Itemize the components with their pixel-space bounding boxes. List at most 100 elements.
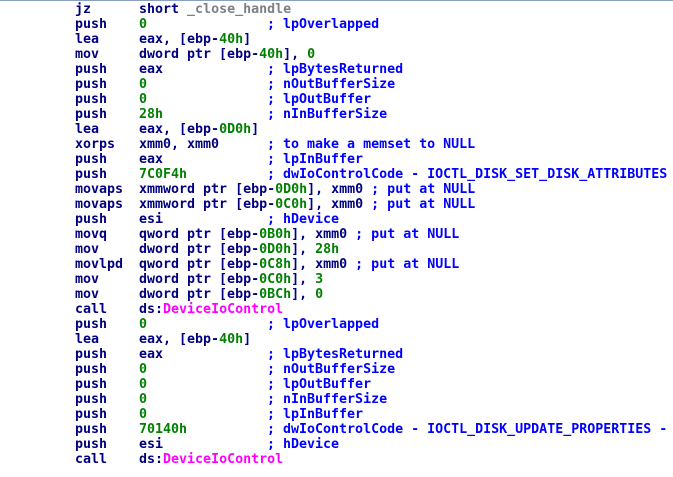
operand-text: ], xmm0	[291, 227, 348, 242]
mnemonic: push	[75, 422, 108, 437]
comment: ; lpOutBuffer	[267, 92, 372, 107]
operand-text: ]	[243, 32, 252, 47]
operand-text: eax, [ebp-	[139, 32, 220, 47]
mnemonic: call	[75, 302, 108, 317]
operand-number: 0	[315, 287, 324, 302]
mnemonic: movaps	[75, 182, 124, 197]
operands: dword ptr [ebp-0BCh], 0	[139, 287, 323, 302]
operands: eax	[139, 62, 259, 77]
operand-label-ref[interactable]: _close_handle	[187, 2, 292, 17]
operand-import-ref[interactable]: DeviceIoControl	[163, 302, 284, 317]
operands: 28h	[139, 107, 259, 122]
operands: eax	[139, 347, 259, 362]
operand-number: 0	[307, 47, 316, 62]
disasm-line[interactable]: call ds:DeviceIoControl	[75, 302, 667, 317]
mnemonic: movaps	[75, 197, 124, 212]
operand-text: dword ptr [ebp-	[139, 272, 260, 287]
disasm-line[interactable]: mov dword ptr [ebp-40h], 0	[75, 47, 667, 62]
mnemonic: push	[75, 92, 108, 107]
mnemonic: mov	[75, 47, 100, 62]
disasm-line[interactable]: push eax ; lpBytesReturned	[75, 347, 667, 362]
operand-number: 3	[315, 272, 324, 287]
operand-number: 0	[139, 362, 148, 377]
operand-number: 0	[139, 317, 148, 332]
operand-number: 0	[139, 407, 148, 422]
mnemonic: push	[75, 317, 108, 332]
operands: 0	[139, 392, 259, 407]
operand-number: 0C0h	[259, 272, 292, 287]
operands: 0	[139, 17, 259, 32]
operands: ds:DeviceIoControl	[139, 302, 283, 317]
operand-number: 0	[139, 17, 148, 32]
operand-text: short	[139, 2, 188, 17]
operand-text: qword ptr [ebp-	[139, 227, 260, 242]
operand-text: eax	[139, 62, 164, 77]
mnemonic: push	[75, 407, 108, 422]
operands: 0	[139, 362, 259, 377]
operand-text: ]	[251, 122, 260, 137]
operand-text: esi	[139, 437, 164, 452]
comment: ; put at NULL	[371, 197, 476, 212]
comment: ; lpBytesReturned	[267, 347, 404, 362]
mnemonic: push	[75, 107, 108, 122]
disasm-line[interactable]: push 0 ; lpOutBuffer	[75, 92, 667, 107]
operand-text: ], xmm0	[307, 182, 364, 197]
operand-text: eax, [ebp-	[139, 332, 220, 347]
operand-import-ref[interactable]: DeviceIoControl	[163, 452, 284, 467]
mnemonic: push	[75, 212, 108, 227]
comment: ; dwIoControlCode - IOCTL_DISK_SET_DISK_…	[267, 167, 668, 182]
mnemonic: lea	[75, 32, 100, 47]
mnemonic: push	[75, 392, 108, 407]
operands: qword ptr [ebp-0C8h], xmm0	[139, 257, 347, 272]
operands: ds:DeviceIoControl	[139, 452, 283, 467]
mnemonic: push	[75, 77, 108, 92]
disasm-line[interactable]: push 0 ; nOutBufferSize	[75, 77, 667, 92]
operands: 0	[139, 317, 259, 332]
operand-number: 7C0F4h	[139, 167, 188, 182]
operand-number: 40h	[259, 47, 284, 62]
operand-number: 70140h	[139, 422, 188, 437]
mnemonic: call	[75, 452, 108, 467]
mnemonic: lea	[75, 332, 100, 347]
operands: 0	[139, 77, 259, 92]
operand-number: 0D0h	[275, 182, 308, 197]
operand-text: eax	[139, 152, 164, 167]
operand-text: ], xmm0	[307, 197, 364, 212]
mnemonic: push	[75, 347, 108, 362]
operand-text: ]	[243, 332, 252, 347]
operands: eax	[139, 152, 259, 167]
operands: 0	[139, 92, 259, 107]
operand-text: eax	[139, 347, 164, 362]
operands: esi	[139, 212, 259, 227]
mnemonic: movq	[75, 227, 108, 242]
disasm-line[interactable]: call ds:DeviceIoControl	[75, 452, 667, 467]
operands: dword ptr [ebp-40h], 0	[139, 47, 315, 62]
comment: ; nOutBufferSize	[267, 77, 396, 92]
